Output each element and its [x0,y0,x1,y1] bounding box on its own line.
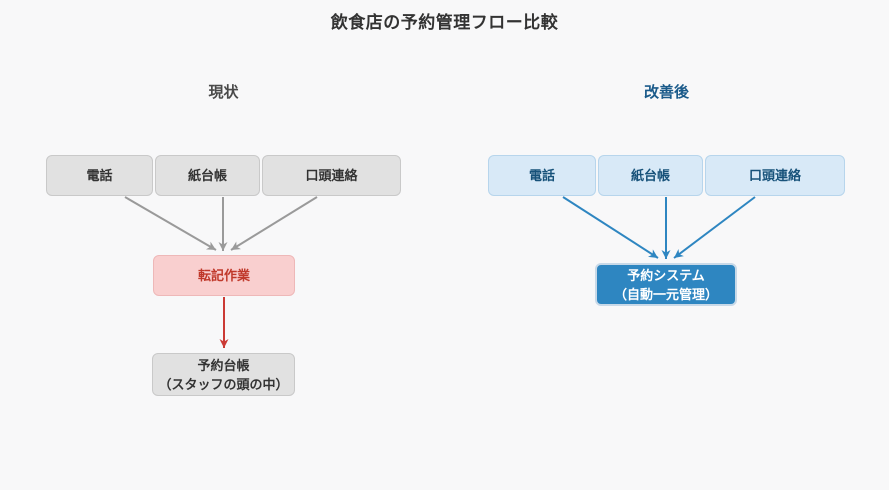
improved-source-box-verbal: 口頭連絡 [705,155,845,196]
improved-system-line1: 予約システム [627,267,705,283]
improved-system-box: 予約システム （自動一元管理） [595,263,737,306]
improved-section-label: 改善後 [643,84,689,101]
diagram-title: 飲食店の予約管理フロー比較 [330,13,559,32]
current-section-label: 現状 [208,84,239,101]
current-result-box: 予約台帳 （スタッフの頭の中） [152,353,295,396]
arrow-current-verbal-to-process [230,196,318,251]
current-source-label-verbal: 口頭連絡 [305,168,358,183]
arrow-current-phone-to-process [124,196,217,251]
improved-source-box-paper-ledger: 紙台帳 [598,155,703,196]
improved-system-line2: （自動一元管理） [613,286,718,302]
improved-source-label-phone: 電話 [528,168,555,183]
arrow-improved-verbal-to-system [673,196,756,259]
arrow-improved-phone-to-system [562,196,659,259]
improved-source-label-verbal: 口頭連絡 [748,168,801,183]
current-source-label-paper-ledger: 紙台帳 [187,168,227,183]
current-process-box: 転記作業 [153,255,295,296]
current-result-line1: 予約台帳 [197,357,250,373]
improved-source-label-paper-ledger: 紙台帳 [630,168,670,183]
current-source-label-phone: 電話 [86,168,113,183]
current-process-label: 転記作業 [197,268,250,283]
current-source-box-paper-ledger: 紙台帳 [155,155,260,196]
current-source-box-phone: 電話 [46,155,153,196]
improved-source-box-phone: 電話 [488,155,596,196]
current-result-line2: （スタッフの頭の中） [158,376,289,392]
current-source-box-verbal: 口頭連絡 [262,155,401,196]
